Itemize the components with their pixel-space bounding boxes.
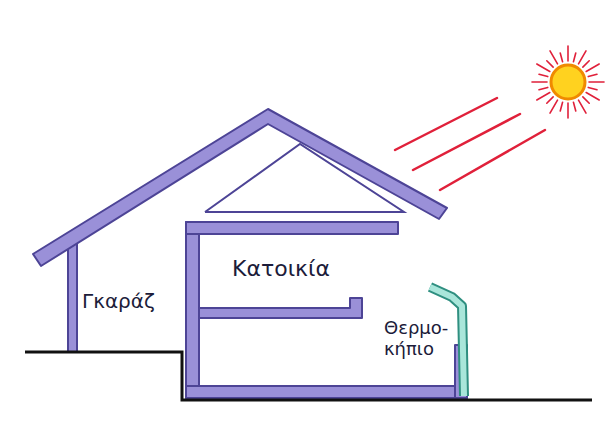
roof: [33, 109, 447, 266]
greenhouse-glass: [430, 287, 464, 396]
ceiling-slab: [186, 222, 398, 234]
sun-ray: [537, 64, 550, 72]
sun-ray: [588, 74, 597, 76]
sun-ray: [579, 51, 587, 64]
solar-ray: [440, 130, 545, 190]
sun-ray: [586, 64, 599, 72]
sun-ray: [539, 74, 548, 76]
sun-ray: [573, 53, 575, 62]
sun: [551, 65, 585, 99]
sun-ray: [567, 103, 569, 118]
room-label: Κατοικία: [232, 256, 330, 281]
sun-ray: [567, 46, 569, 61]
garage-wall: [68, 240, 77, 352]
house-wall: [186, 222, 199, 398]
ground-line: [25, 352, 592, 400]
attic-outline: [205, 144, 404, 212]
sun-ray: [573, 102, 575, 111]
solar-ray: [413, 114, 520, 170]
sun-ray: [532, 81, 547, 83]
sun-ray: [588, 87, 597, 89]
sun-ray: [547, 61, 553, 67]
sun-ray: [539, 87, 548, 89]
sun-ray: [560, 53, 562, 62]
sun-rays: [532, 46, 604, 118]
floor-slab: [199, 298, 362, 318]
greenhouse-label: Θερμο- κήπιο: [384, 318, 448, 359]
base-slab: [186, 386, 467, 398]
sun-ray: [560, 102, 562, 111]
sun-ray: [537, 93, 550, 101]
sun-ray: [583, 97, 589, 103]
sun-ray: [550, 100, 558, 113]
sun-ray: [550, 51, 558, 64]
sun-ray: [547, 97, 553, 103]
sun-ray: [579, 100, 587, 113]
garage-label: Γκαράζ: [82, 290, 155, 313]
sun-ray: [586, 93, 599, 101]
greenhouse-glass: [430, 287, 464, 396]
sun-ray: [583, 61, 589, 67]
sun-ray: [589, 81, 604, 83]
solar-ray: [395, 98, 497, 150]
